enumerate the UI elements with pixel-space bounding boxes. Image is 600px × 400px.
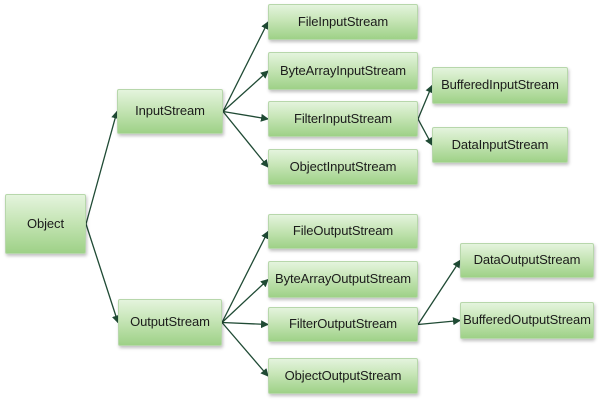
node-buffered-output-stream: BufferedOutputStream (460, 302, 594, 339)
node-byte-array-input-stream: ByteArrayInputStream (268, 52, 418, 90)
node-filter-input-stream: FilterInputStream (268, 101, 418, 137)
arrow-filter-output-stream-to-data-output-stream (417, 259, 461, 325)
arrow-object-to-input-stream (85, 110, 119, 225)
node-input-stream: InputStream (117, 89, 223, 134)
node-filter-output-stream: FilterOutputStream (268, 307, 418, 342)
arrow-filter-input-stream-to-data-input-stream (417, 118, 433, 146)
node-data-output-stream: DataOutputStream (460, 243, 594, 278)
node-byte-array-output-stream: ByteArrayOutputStream (268, 261, 418, 298)
arrow-filter-output-stream-to-buffered-output-stream (417, 317, 461, 326)
arrow-output-stream-to-file-output-stream (221, 230, 269, 323)
arrow-output-stream-to-filter-output-stream (221, 320, 269, 329)
node-object-input-stream: ObjectInputStream (268, 149, 418, 185)
node-file-input-stream: FileInputStream (268, 4, 418, 40)
node-buffered-input-stream: BufferedInputStream (432, 67, 568, 104)
node-output-stream: OutputStream (118, 299, 222, 346)
node-object: Object (5, 194, 86, 254)
arrow-input-stream-to-filter-input-stream (222, 110, 269, 122)
node-file-output-stream: FileOutputStream (268, 214, 418, 249)
arrow-filter-input-stream-to-buffered-input-stream (417, 84, 433, 120)
arrow-input-stream-to-byte-array-input-stream (222, 70, 269, 112)
arrow-input-stream-to-object-input-stream (222, 111, 269, 168)
arrow-output-stream-to-object-output-stream (221, 322, 269, 377)
arrow-output-stream-to-byte-array-output-stream (221, 278, 269, 323)
node-data-input-stream: DataInputStream (432, 127, 568, 163)
arrow-object-to-output-stream (85, 223, 120, 324)
arrow-input-stream-to-file-input-stream (222, 21, 269, 112)
node-object-output-stream: ObjectOutputStream (268, 358, 418, 394)
